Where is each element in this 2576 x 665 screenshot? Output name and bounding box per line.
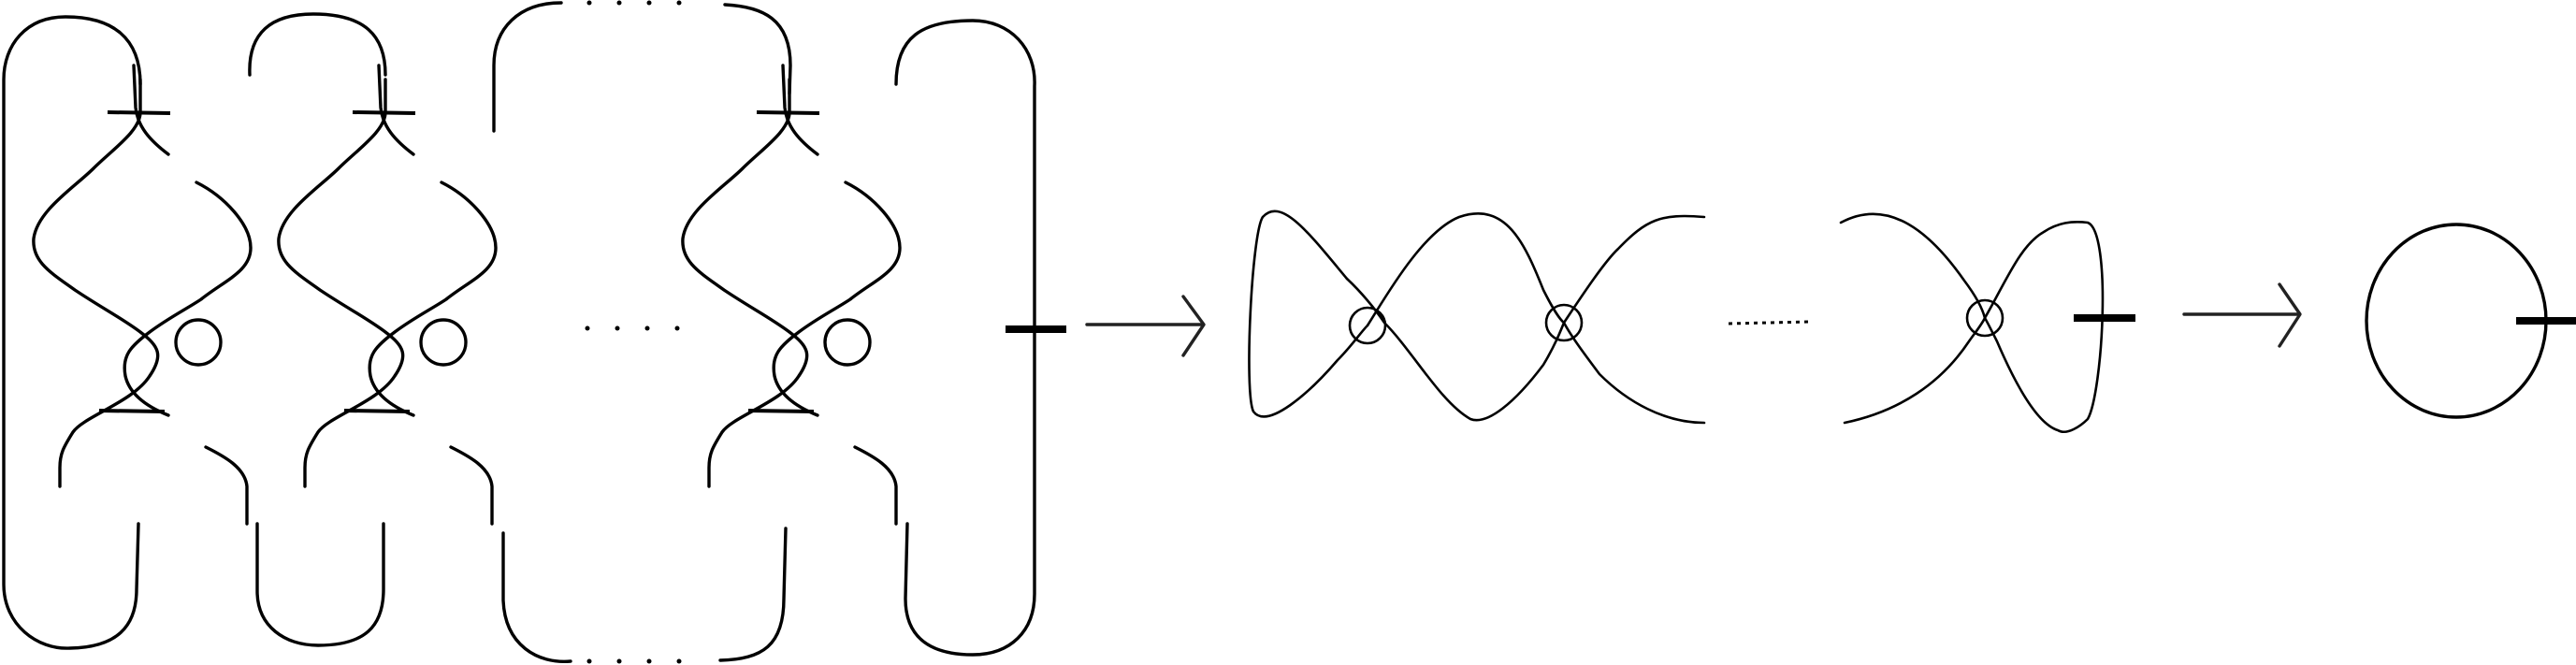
ellipsis-top — [586, 0, 682, 6]
bottom-arc-2-gap — [501, 531, 572, 663]
bottom-arc-gap-3 — [718, 527, 788, 662]
bottom-arc-1-2 — [255, 522, 385, 647]
stage-3-circle — [2365, 223, 2576, 419]
virtual-crossing-2 — [419, 318, 468, 367]
virtual-crossing-c — [1965, 298, 2004, 338]
stage-1-knot-chain — [2, 0, 1066, 664]
arrow-2 — [2182, 282, 2302, 348]
curve-left-lobe — [1248, 210, 1369, 418]
arrow-1 — [1085, 295, 1206, 357]
outer-right-strand — [894, 19, 1036, 657]
ellipsis-middle — [585, 325, 680, 331]
ellipsis-bottom — [586, 658, 682, 664]
virtual-crossing-b — [1544, 303, 1584, 342]
virtual-crossing-a — [1348, 306, 1387, 345]
clasp-block-1 — [32, 64, 253, 526]
stage-2-curve — [1248, 210, 2135, 433]
outer-left-strand — [2, 15, 142, 650]
virtual-crossing-3 — [823, 318, 872, 367]
clasp-block-2 — [277, 64, 498, 526]
curve-right-part — [1839, 212, 1987, 320]
virtual-crossing-1 — [174, 318, 223, 367]
top-arc-1-2 — [248, 12, 387, 77]
dotted-gap — [1728, 320, 1811, 325]
top-arc-2-gap — [492, 1, 563, 133]
top-arc-gap-3 — [723, 3, 792, 95]
clasp-block-3 — [681, 64, 902, 526]
